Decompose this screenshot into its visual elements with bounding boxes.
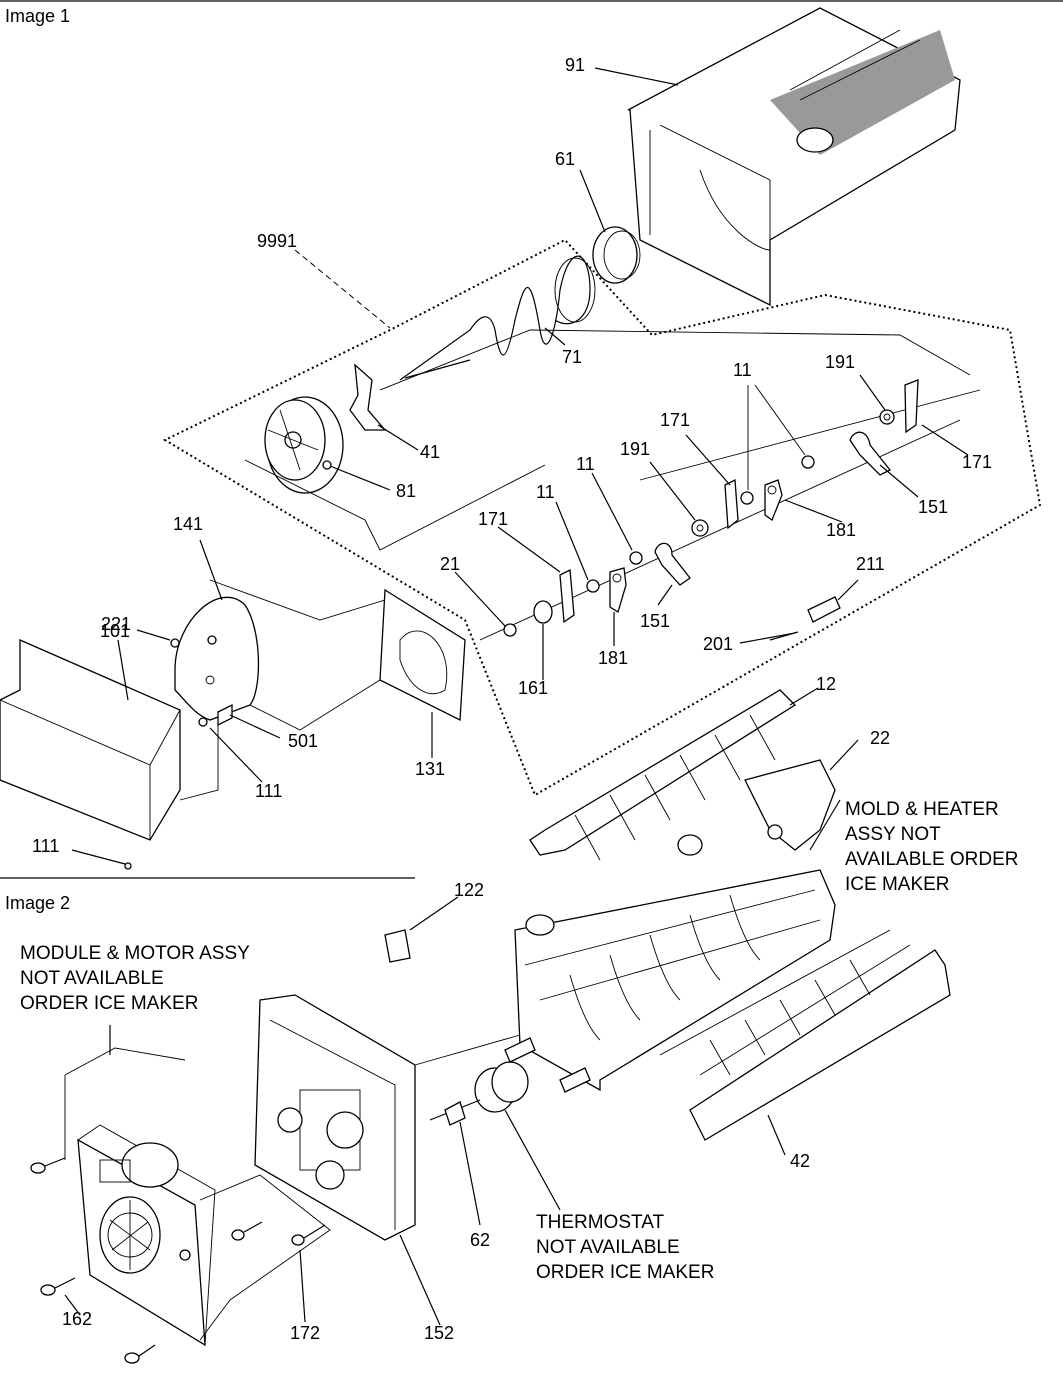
drive-wheel-81: [264, 396, 344, 494]
callout-22: 22: [870, 728, 890, 748]
screw-162b: [30, 1157, 66, 1174]
note-module-line-2: NOT AVAILABLE: [20, 968, 164, 989]
note-mold-line-4: ICE MAKER: [845, 874, 950, 895]
note-thermostat-line-3: ORDER ICE MAKER: [536, 1262, 714, 1283]
callout-labels: 91 61 9991 71 41 81 11 191 171 171 191 1…: [32, 55, 992, 1343]
callout-91: 91: [565, 55, 585, 75]
heater-terminals: [504, 1037, 591, 1093]
callout-12: 12: [816, 674, 836, 694]
front-cover-101: [0, 639, 181, 841]
screw-172b: [231, 1221, 263, 1241]
callout-61: 61: [555, 149, 575, 169]
screw-162c: [124, 1344, 156, 1364]
screw-111b: [124, 862, 132, 870]
callout-71: 71: [562, 347, 582, 367]
motor-cover-141: [174, 596, 260, 721]
screw-162: [40, 1277, 76, 1296]
callout-221: 221: [101, 614, 131, 634]
note-thermostat-line-1: THERMOSTAT: [536, 1212, 664, 1233]
note-module-line-3: ORDER ICE MAKER: [20, 993, 198, 1014]
callout-191-b: 191: [620, 439, 650, 459]
note-thermostat: THERMOSTAT NOT AVAILABLE ORDER ICE MAKER: [536, 1212, 714, 1283]
note-mold-line-2: ASSY NOT: [845, 824, 941, 845]
callout-11-c: 11: [536, 482, 555, 502]
callout-101-visible: 101: [100, 621, 130, 641]
bracket-22: [744, 759, 836, 851]
callout-211: 211: [856, 554, 885, 574]
module-guide: [199, 1174, 331, 1341]
callout-172: 172: [290, 1323, 320, 1343]
leader-lines: [64, 67, 969, 1326]
kit-guide-lines: [244, 459, 546, 551]
part-62: [444, 1101, 466, 1126]
callout-161: 161: [518, 678, 548, 698]
callout-81: 81: [396, 481, 416, 501]
screw-221: [170, 638, 180, 648]
callout-181-a: 181: [826, 520, 856, 540]
section-label-image2: Image 2: [5, 893, 70, 913]
callout-11-b: 11: [576, 454, 595, 474]
impeller-41: [349, 363, 387, 431]
note-mold-line-3: AVAILABLE ORDER: [845, 849, 1019, 870]
callout-42: 42: [790, 1151, 810, 1171]
guide-lines-left-2: [179, 725, 219, 801]
callout-181-b: 181: [598, 648, 628, 668]
note-mold-line-1: MOLD & HEATER: [845, 799, 999, 820]
callout-171-c: 171: [478, 509, 508, 529]
callout-171-b: 171: [962, 452, 992, 472]
ice-bucket-91: [627, 7, 961, 307]
guide-lines-left-3: [249, 679, 381, 731]
callout-131: 131: [415, 759, 445, 779]
guide-lines-left: [209, 579, 386, 621]
callout-191-a: 191: [825, 352, 855, 372]
clip-501: [217, 703, 233, 727]
note-mold-heater: MOLD & HEATER ASSY NOT AVAILABLE ORDER I…: [845, 799, 1019, 895]
note-module-line-1: MODULE & MOTOR ASSY: [20, 943, 250, 964]
module-housing-152: [254, 994, 521, 1241]
callout-151-b: 151: [640, 611, 670, 631]
kit-9991-outline: [162, 238, 1042, 797]
ice-mold: [514, 834, 836, 1092]
callout-201: 201: [703, 634, 733, 654]
callout-122: 122: [454, 880, 484, 900]
clip-122: [384, 929, 411, 963]
callout-41: 41: [420, 442, 440, 462]
kit-guide-lines-2: [379, 329, 971, 391]
shaft-parts-row: [479, 379, 981, 641]
callout-171-a: 171: [660, 410, 690, 430]
module-bracket-line-2: [64, 1047, 186, 1076]
note-module-motor: MODULE & MOTOR ASSY NOT AVAILABLE ORDER …: [20, 943, 250, 1014]
callout-111-a: 111: [255, 781, 282, 801]
screw-111: [198, 717, 208, 727]
section-label-image1: Image 1: [5, 6, 70, 26]
callout-152: 152: [424, 1323, 454, 1343]
auger-bearing-61: [592, 226, 641, 284]
thermostat: [429, 1061, 529, 1121]
front-rail-42: [659, 929, 951, 1141]
callout-62: 62: [470, 1230, 490, 1250]
ejector-12: [529, 689, 797, 861]
callout-111-b: 111: [32, 836, 59, 856]
callout-501: 501: [288, 731, 318, 751]
callout-11-a: 11: [733, 360, 752, 380]
callout-141: 141: [173, 514, 203, 534]
callout-21: 21: [440, 554, 460, 574]
note-thermostat-line-2: NOT AVAILABLE: [536, 1237, 680, 1258]
callout-162: 162: [62, 1309, 92, 1329]
mounting-plate-131: [379, 588, 466, 722]
callout-151-a: 151: [918, 497, 948, 517]
callout-9991: 9991: [257, 231, 297, 251]
module-motor-assy: [77, 1124, 216, 1347]
screw-172: [291, 1224, 326, 1246]
